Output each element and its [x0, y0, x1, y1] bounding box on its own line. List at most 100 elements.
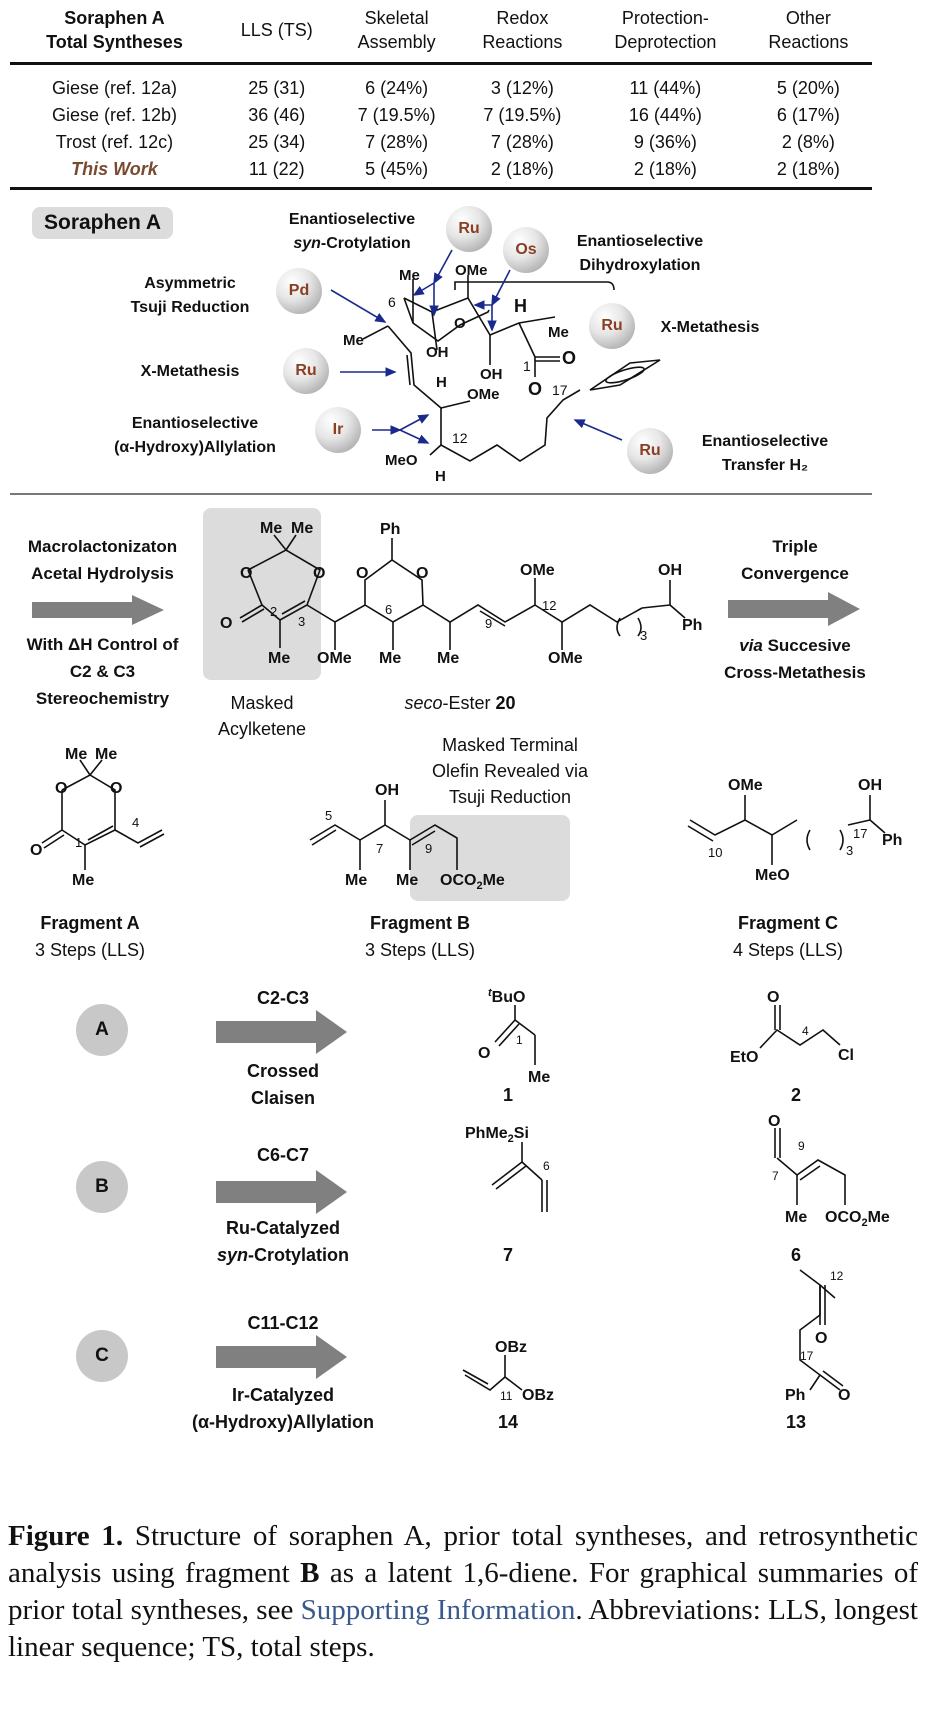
- svg-text:O: O: [768, 1113, 780, 1130]
- svg-text:3: 3: [640, 628, 647, 643]
- svg-text:PhMe2Si: PhMe2Si: [465, 1125, 529, 1145]
- svg-text:Ph: Ph: [882, 832, 902, 849]
- caption-label: Figure 1.: [8, 1520, 124, 1552]
- svg-text:7: 7: [376, 841, 383, 856]
- os-catalyst-icon: Os: [503, 227, 549, 273]
- svg-text:Me: Me: [396, 872, 418, 889]
- row-name: This Work: [71, 159, 158, 179]
- svg-text:Me: Me: [437, 650, 459, 667]
- svg-text:Me: Me: [528, 1069, 550, 1086]
- cell-redox: 2 (18%): [490, 159, 554, 179]
- compound-number: 1: [502, 1085, 513, 1105]
- ru-catalyst-icon: Ru: [283, 348, 329, 394]
- big-arrow-right: [216, 1010, 347, 1054]
- svg-text:1: 1: [523, 358, 531, 374]
- cell-skeletal: 7 (19.5%): [357, 105, 436, 125]
- molecule-bonds: [41, 759, 886, 870]
- ru-catalyst-icon: Ru: [627, 428, 673, 474]
- svg-text:O: O: [220, 615, 232, 632]
- svg-text:Me: Me: [72, 872, 94, 889]
- svg-text:Me: Me: [291, 520, 313, 537]
- cell-skeletal: 7 (28%): [365, 132, 429, 152]
- atom-label: O: [454, 315, 466, 332]
- col-header-protection: Protection-Deprotection: [614, 8, 717, 52]
- table-row-this-work: This Work 11 (22) 5 (45%) 2 (18%) 2 (18%…: [10, 156, 872, 189]
- svg-text:OMe: OMe: [548, 650, 583, 667]
- svg-text:EtO: EtO: [730, 1049, 758, 1066]
- svg-text:OBz: OBz: [495, 1339, 527, 1356]
- atom-label: OMe: [455, 262, 488, 279]
- svg-text:17: 17: [853, 826, 867, 841]
- svg-text:OH: OH: [375, 782, 399, 799]
- cell-protection: 16 (44%): [628, 105, 702, 125]
- atom-label: H: [514, 296, 527, 316]
- svg-text:O: O: [110, 780, 122, 797]
- svg-text:O: O: [240, 565, 252, 582]
- reaction-label: Ir-Catalyzed(α-Hydroxy)Allylation: [191, 1385, 375, 1432]
- svg-text:O: O: [55, 780, 67, 797]
- cell-redox: 3 (12%): [490, 78, 554, 98]
- svg-text:5: 5: [325, 808, 332, 823]
- ru-catalyst-icon: Ru: [446, 206, 492, 252]
- svg-text:1: 1: [516, 1033, 523, 1047]
- compound-number: 13: [785, 1412, 807, 1432]
- supporting-information-link[interactable]: Supporting Information: [300, 1594, 576, 1626]
- svg-text:O: O: [815, 1330, 827, 1347]
- bond-label: C11-C12: [247, 1313, 319, 1333]
- fragment-c-badge: C: [76, 1330, 128, 1382]
- svg-text:10: 10: [708, 845, 722, 860]
- svg-text:9: 9: [485, 616, 492, 631]
- seco-ester-name: seco-Ester 20: [404, 693, 516, 713]
- svg-text:Ph: Ph: [682, 617, 702, 634]
- svg-text:O: O: [478, 1045, 490, 1062]
- svg-text:OMe: OMe: [520, 562, 555, 579]
- compound-number: 6: [790, 1245, 801, 1265]
- svg-text:tBuO: tBuO: [488, 987, 525, 1006]
- table-row: Giese (ref. 12a) 25 (31) 6 (24%) 3 (12%)…: [10, 64, 872, 103]
- svg-text:12: 12: [542, 598, 556, 613]
- atom-label: H: [435, 468, 446, 485]
- big-arrow-right: [216, 1170, 347, 1214]
- cell-lls: 36 (46): [248, 105, 306, 125]
- svg-text:O: O: [838, 1387, 850, 1404]
- atom-label: Me: [399, 267, 420, 284]
- atom-label: Me: [548, 324, 569, 341]
- cell-other: 2 (8%): [781, 132, 835, 152]
- pd-catalyst-icon: Pd: [276, 268, 322, 314]
- catalyst-arrows: [330, 249, 623, 444]
- row-name: Trost (ref. 12c): [55, 132, 174, 152]
- cell-protection: 2 (18%): [633, 159, 697, 179]
- molecule-bonds: [362, 275, 661, 462]
- atom-label: O: [562, 348, 576, 368]
- atom-label: H: [436, 374, 447, 391]
- svg-text:O: O: [30, 842, 42, 859]
- big-arrow-right: [216, 1335, 347, 1379]
- ru-catalyst-icon: Ru: [589, 303, 635, 349]
- svg-text:17: 17: [800, 1349, 814, 1363]
- svg-text:6: 6: [385, 602, 392, 617]
- svg-text:1: 1: [75, 835, 82, 850]
- label-xmeta-right: X-Metathesis: [660, 319, 760, 336]
- svg-text:7: 7: [772, 1169, 779, 1183]
- cell-lls: 25 (34): [248, 132, 306, 152]
- atom-numbers: 2 3 6 9 12 3: [270, 598, 647, 643]
- svg-text:11: 11: [500, 1389, 513, 1403]
- svg-text:4: 4: [132, 815, 139, 830]
- table-row: Trost (ref. 12c) 25 (34) 7 (28%) 7 (28%)…: [10, 129, 872, 156]
- molecule-bonds: [462, 1005, 846, 1391]
- cell-protection: 11 (44%): [629, 78, 702, 98]
- row-name: Giese (ref. 12b): [51, 105, 178, 125]
- seco-ester-structure: Me Me O O O Me Ph O O OMe Me Me OMe OMe …: [220, 520, 702, 667]
